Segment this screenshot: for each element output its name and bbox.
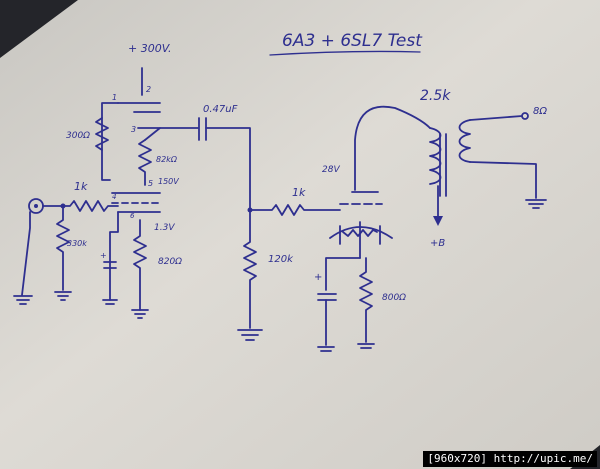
filament-legs [339, 225, 381, 245]
cathode-voltage-label: 1.3V [154, 223, 175, 233]
plate-to-transformer-wire [354, 105, 431, 191]
resistor-1k-grid-label: 1k [292, 186, 306, 199]
resistor-82k-label: 82kΩ [156, 155, 178, 164]
resistor-120k-label: 120k [268, 254, 294, 265]
resistor-120k [243, 209, 257, 329]
input-ground-wire [21, 211, 31, 296]
b-plus-arrow [433, 216, 443, 226]
grid-voltage-label: 28V [322, 165, 340, 175]
pin-1-label: 1 [112, 93, 117, 102]
pin-5-label: 5 [148, 179, 153, 188]
coupling-cap-label: 0.47uF [203, 104, 238, 115]
left-plate-wire [101, 102, 119, 181]
output-cathode-wire [325, 257, 361, 291]
pin-4-label: 4 [112, 193, 116, 201]
output-cathode-cap [317, 293, 337, 301]
output-terminal [521, 112, 529, 120]
transformer-core [439, 133, 447, 197]
input-jack-center [34, 204, 38, 208]
cap-to-grid-wire [205, 127, 251, 211]
resistor-1k-grid [249, 204, 341, 216]
ground-symbol-6 [317, 346, 335, 352]
resistor-820-label: 820Ω [158, 257, 182, 267]
ground-symbol-5 [237, 329, 263, 341]
image-host-watermark: [960x720] http://upic.me/ [423, 451, 597, 467]
resistor-300 [95, 117, 109, 151]
b-plus-label: +B [430, 238, 445, 249]
pin-3-label: 3 [131, 125, 136, 134]
cathode-cap-wire [109, 211, 119, 301]
ground-symbol-4 [131, 309, 149, 319]
diagram-title: 6A3 + 6SL7 Test [282, 31, 423, 51]
secondary-ground-wire [469, 161, 537, 199]
resistor-1k-input-label: 1k [74, 180, 88, 193]
transformer-secondary [458, 119, 471, 163]
ground-symbol-7 [357, 343, 375, 349]
cathode-capacitor [103, 261, 117, 269]
title-underline [269, 50, 421, 56]
ground-symbol-1 [13, 295, 33, 305]
resistor-330k [56, 205, 70, 291]
resistor-800 [359, 257, 373, 343]
resistor-800-label: 800Ω [382, 293, 406, 303]
resistor-1k-input [42, 200, 119, 212]
supply-label: + 300V. [128, 42, 171, 55]
resistor-82k [138, 139, 152, 186]
coupling-capacitor [198, 117, 207, 141]
resistor-330k-label: 330k [67, 239, 87, 248]
ground-symbol-2 [54, 291, 72, 301]
resistor-820-cathode [133, 219, 147, 311]
pin-6-label: 6 [130, 212, 135, 220]
transformer-primary [429, 127, 442, 185]
resistor-300-label: 300Ω [66, 131, 90, 141]
pin-2-label: 2 [146, 85, 151, 94]
output-impedance-label: 8Ω [533, 106, 547, 117]
secondary-top-wire [469, 115, 523, 121]
output-cap-plus: + [314, 272, 322, 283]
ground-symbol-3 [102, 299, 118, 305]
voltage-150-label: 150V [158, 177, 179, 186]
cathode-cap-plus: + [100, 251, 107, 260]
transformer-ratio-label: 2.5k [420, 88, 451, 104]
ground-symbol-8 [525, 199, 547, 209]
